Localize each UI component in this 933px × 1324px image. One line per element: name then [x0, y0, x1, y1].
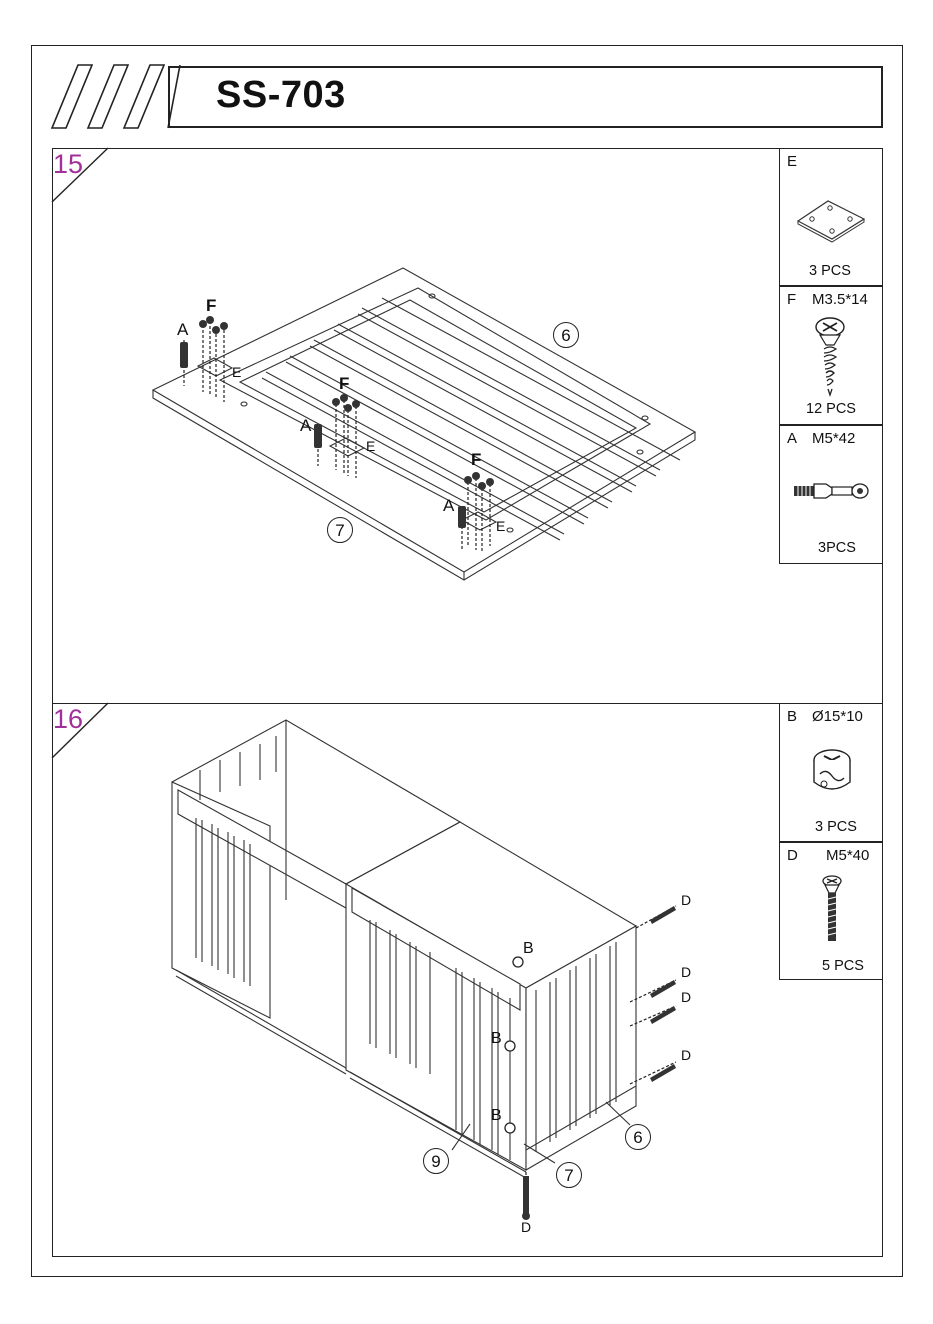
- part-qty: 5 PCS: [822, 958, 864, 974]
- step-16-parts-list: B Ø15*10 3 PCS D M5*40 5 PC: [779, 703, 883, 980]
- part-qty: 3 PCS: [815, 819, 857, 835]
- part-d-cell: D M5*40 5 PCS: [779, 842, 883, 980]
- label-d: D: [681, 892, 691, 908]
- part-b-cell: B Ø15*10 3 PCS: [779, 703, 883, 842]
- label-d: D: [681, 964, 691, 980]
- label-d: D: [681, 989, 691, 1005]
- panel-6-callout: 6: [625, 1124, 651, 1150]
- panel-7-callout: 7: [556, 1162, 582, 1188]
- label-b: B: [491, 1107, 502, 1125]
- label-b: B: [491, 1030, 502, 1048]
- panel-9-callout: 9: [423, 1148, 449, 1174]
- label-d: D: [681, 1047, 691, 1063]
- label-d: D: [521, 1219, 531, 1235]
- label-b: B: [523, 940, 534, 958]
